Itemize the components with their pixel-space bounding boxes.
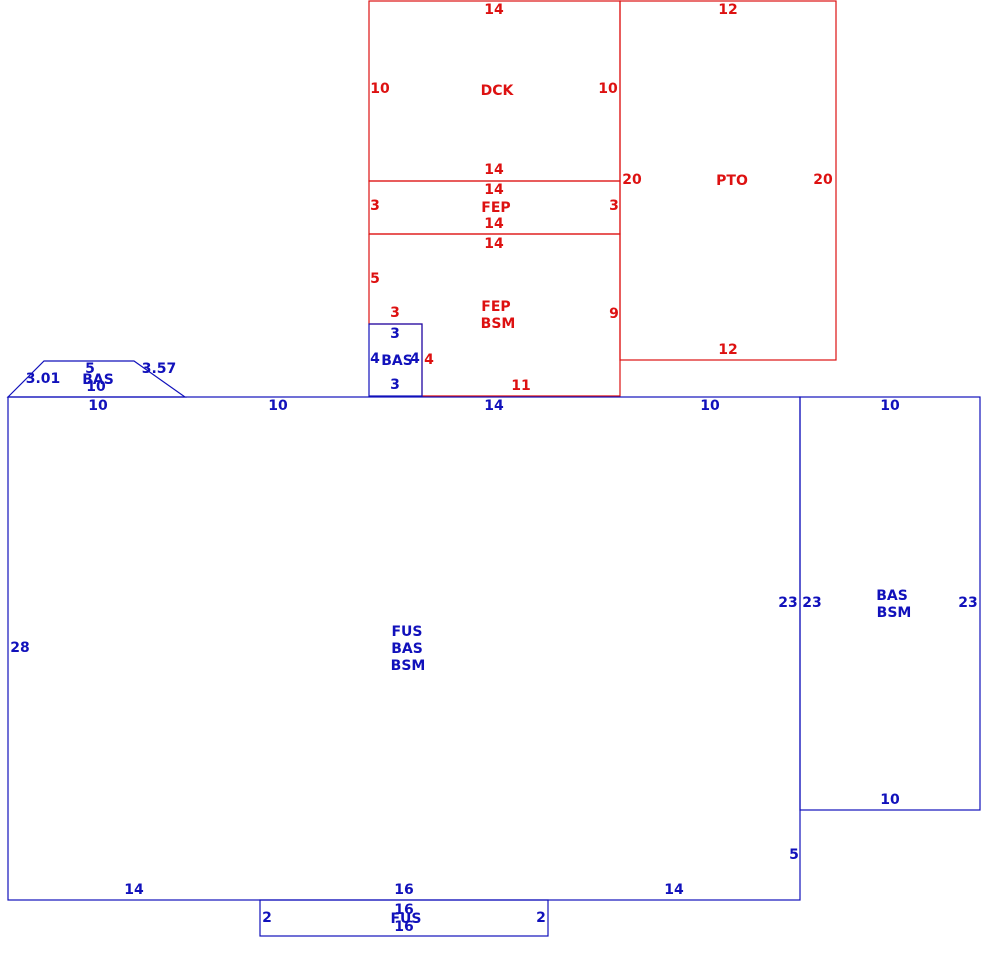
enclosed-porch-lower-notch-dimension: 4 (424, 352, 434, 368)
upper-story-strip-top-dimension: 16 (394, 902, 413, 918)
east-wing-area: BAS BSM 10 10 23 23 (799, 396, 981, 811)
small-living-area-left-dimension: 4 (370, 351, 380, 367)
east-wing-label-bsm: BSM (877, 605, 912, 621)
main-living-area-label-bas: BAS (391, 641, 423, 657)
patio-left-dimension: 20 (622, 172, 642, 188)
small-living-area-outline (368, 323, 423, 397)
enclosed-porch-lower-bottom-dimension: 11 (511, 378, 530, 394)
east-wing-label-bas: BAS (876, 588, 908, 604)
enclosed-porch-upper-top-dimension: 14 (484, 182, 504, 198)
main-top-dimension-d: 10 (700, 398, 720, 414)
main-living-area-label-fus: FUS (391, 624, 422, 640)
small-living-area: BAS 3 3 4 4 (368, 323, 423, 397)
enclosed-porch-lower: FEP BSM 14 5 9 3 4 11 (368, 233, 621, 397)
main-living-area-label-bsm: BSM (391, 658, 426, 674)
deck-area: DCK 14 14 10 10 (368, 0, 621, 182)
upper-story-strip-outline (259, 899, 549, 937)
patio-bottom-dimension: 12 (718, 342, 737, 358)
enclosed-porch-upper: FEP 14 14 3 3 (368, 180, 621, 235)
enclosed-porch-upper-bottom-dimension: 14 (484, 216, 504, 232)
main-bottom-dimension-a: 14 (124, 882, 144, 898)
east-wing-bottom-dimension: 10 (880, 792, 900, 808)
enclosed-porch-lower-label: FEP (481, 299, 510, 315)
upper-story-strip-label: FUS (390, 911, 421, 927)
east-wing-left-dimension: 23 (802, 595, 821, 611)
patio-label: PTO (716, 173, 748, 189)
deck-label: DCK (481, 83, 515, 99)
bay-label: BAS (82, 372, 114, 388)
small-living-area-label: BAS (381, 353, 413, 369)
main-right-lower-dimension: 5 (789, 847, 799, 863)
enclosed-porch-lower-right-dimension: 9 (609, 306, 619, 322)
small-living-area-right-dimension: 4 (410, 351, 420, 367)
bay-area: BAS 5 10 3.01 3.57 (6, 360, 187, 398)
upper-story-strip-left-dimension: 2 (262, 910, 272, 926)
main-top-dimension-b: 10 (268, 398, 288, 414)
patio-right-dimension: 20 (813, 172, 833, 188)
main-top-dimension-c: 14 (484, 398, 504, 414)
enclosed-porch-lower-outline (368, 233, 621, 397)
small-living-area-top-dimension: 3 (390, 326, 400, 342)
small-living-area-bottom-dimension: 3 (390, 377, 400, 393)
bay-bottom-dimension: 10 (86, 379, 106, 395)
enclosed-porch-lower-step-dimension: 3 (390, 305, 400, 321)
main-top-dimension-a: 10 (88, 398, 108, 414)
enclosed-porch-lower-top-dimension: 14 (484, 236, 504, 252)
bay-top-dimension: 5 (85, 361, 95, 377)
deck-bottom-dimension: 14 (484, 162, 504, 178)
upper-story-strip-right-dimension: 2 (536, 910, 546, 926)
enclosed-porch-upper-left-dimension: 3 (370, 198, 380, 214)
patio-top-dimension: 12 (718, 2, 737, 18)
main-living-area: FUS BAS BSM 10 10 14 10 28 23 5 14 16 14 (7, 396, 801, 901)
enclosed-porch-lower-left-dimension: 5 (370, 271, 380, 287)
east-wing-outline (799, 396, 981, 811)
enclosed-porch-upper-label: FEP (481, 200, 510, 216)
deck-right-dimension: 10 (598, 81, 618, 97)
deck-left-dimension: 10 (370, 81, 390, 97)
patio-outline (619, 0, 837, 361)
bay-left-slope-dimension: 3.01 (26, 371, 61, 387)
east-wing-right-dimension: 23 (958, 595, 977, 611)
upper-story-strip-bottom-dimension: 16 (394, 919, 413, 935)
main-bottom-dimension-c: 14 (664, 882, 684, 898)
east-wing-top-dimension: 10 (880, 398, 900, 414)
patio-area: PTO 12 12 20 20 (619, 0, 837, 361)
main-bottom-dimension-b: 16 (394, 882, 413, 898)
deck-top-dimension: 14 (484, 2, 504, 18)
bay-right-slope-dimension: 3.57 (142, 361, 177, 377)
enclosed-porch-lower-label-bsm: BSM (481, 316, 516, 332)
main-right-dimension: 23 (778, 595, 797, 611)
enclosed-porch-upper-right-dimension: 3 (609, 198, 619, 214)
main-left-dimension: 28 (10, 640, 29, 656)
upper-story-strip: FUS 16 16 2 2 (259, 899, 549, 937)
